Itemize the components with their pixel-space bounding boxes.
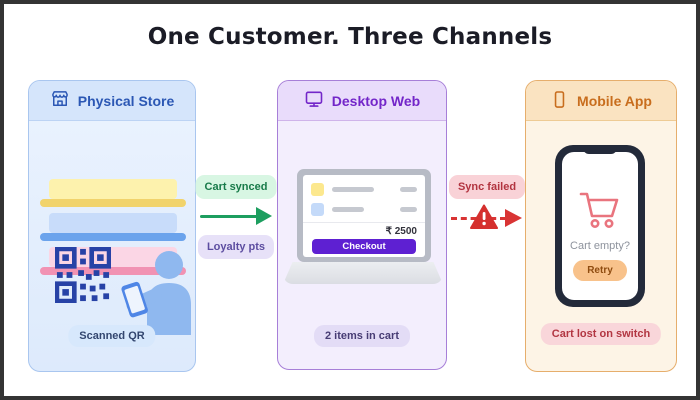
laptop-screen: ₹ 2500 Checkout: [297, 169, 431, 262]
items-in-cart-badge: 2 items in cart: [314, 325, 410, 347]
cart-lost-badge: Cart lost on switch: [540, 323, 662, 345]
loyalty-pts-label: Loyalty pts: [197, 235, 275, 259]
smartphone-icon: [550, 90, 569, 112]
cart-empty-text: Cart empty?: [570, 240, 630, 252]
sync-success-arrow: [200, 215, 258, 218]
monitor-icon: [304, 89, 324, 112]
desktop-web-header: Desktop Web: [278, 81, 446, 121]
laptop-base: [283, 262, 443, 284]
sync-failed-label: Sync failed: [448, 175, 526, 199]
scanned-qr-badge: Scanned QR: [68, 325, 156, 347]
qr-code-icon: [54, 246, 112, 308]
physical-store-label: Physical Store: [77, 92, 175, 109]
page-title: One Customer. Three Channels: [147, 24, 553, 50]
phone-notch: [583, 145, 617, 154]
mobile-app-header: Mobile App: [526, 81, 676, 121]
person-with-phone-icon: [111, 243, 193, 340]
storefront-icon: [50, 89, 70, 112]
cart-synced-label: Cart synced: [195, 175, 277, 199]
sync-success-arrowhead: [256, 207, 272, 225]
physical-store-header: Physical Store: [29, 81, 195, 121]
panel-desktop-web: Desktop Web ₹ 2500 Checkout: [277, 80, 447, 370]
phone-mockup: Cart empty? Retry: [555, 145, 645, 307]
checkout-button[interactable]: Checkout: [312, 239, 416, 254]
panel-mobile-app: Mobile App Cart empty? Retry Cart lost o…: [525, 80, 677, 372]
desktop-web-label: Desktop Web: [331, 92, 421, 109]
sync-failed-arrowhead: [505, 209, 522, 227]
warning-triangle-icon: [470, 204, 498, 235]
empty-cart-icon: [577, 190, 623, 235]
panel-physical-store: Physical Store: [28, 80, 196, 372]
cart-total-price: ₹ 2500: [385, 226, 417, 237]
mobile-app-label: Mobile App: [577, 92, 652, 109]
retry-button[interactable]: Retry: [573, 260, 627, 281]
